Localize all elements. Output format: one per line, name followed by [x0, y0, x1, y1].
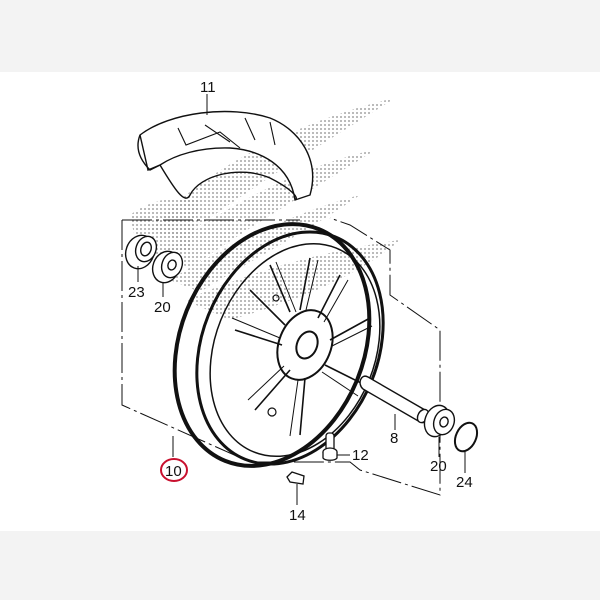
callout-label: 23 — [128, 284, 145, 301]
bearing-23-part — [124, 234, 158, 270]
callout-label: 12 — [352, 447, 369, 464]
bearing-20-right-part — [423, 404, 456, 438]
assembly-outline — [121, 217, 441, 496]
callout-label: 8 — [390, 430, 398, 447]
callout-20-left[interactable]: 20 — [154, 299, 171, 316]
callout-label: 14 — [289, 507, 306, 524]
highlight-circle — [160, 458, 188, 482]
callout-20-right[interactable]: 20 — [430, 458, 447, 475]
callout-23[interactable]: 23 — [128, 284, 145, 301]
leader-lines — [137, 94, 466, 505]
callout-label: 20 — [154, 299, 171, 316]
callout-14[interactable]: 14 — [289, 507, 306, 524]
circlip-24-part — [453, 421, 479, 453]
wing-logo-watermark — [130, 98, 400, 320]
callout-8[interactable]: 8 — [390, 430, 398, 447]
callout-10[interactable]: 10 — [160, 458, 188, 482]
balance-weight-part — [286, 471, 305, 485]
callout-24[interactable]: 24 — [456, 474, 473, 491]
bottom-margin-band — [0, 531, 600, 600]
callout-label: 20 — [430, 458, 447, 475]
valve-stem-part — [322, 432, 338, 461]
callout-label: 10 — [165, 463, 182, 480]
tire-part — [137, 110, 314, 201]
callout-12[interactable]: 12 — [352, 447, 369, 464]
callout-label: 24 — [456, 474, 473, 491]
bearing-20-left-part — [151, 250, 184, 284]
top-margin-band — [0, 0, 600, 72]
callout-11[interactable]: 11 — [200, 79, 216, 96]
callout-label: 11 — [200, 79, 216, 96]
